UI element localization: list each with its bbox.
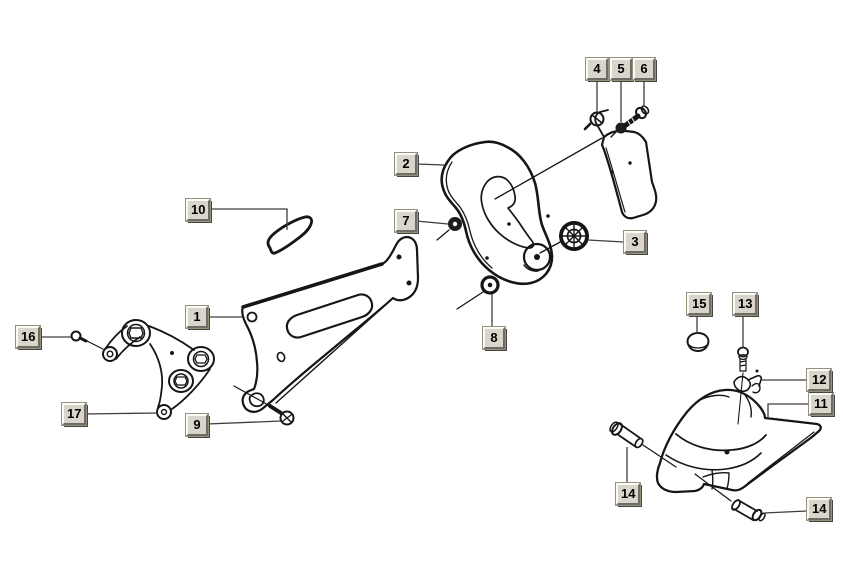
part-8-drawing: [456, 275, 500, 310]
callout-label-14-2: 14: [805, 497, 833, 521]
mudflap-plate-drawing: [494, 129, 658, 220]
callout-label-12: 12: [805, 368, 833, 392]
leader-line-2: [415, 163, 445, 166]
callout-label-14: 14: [614, 482, 642, 506]
callout-label-5: 5: [609, 57, 633, 81]
part-9-drawing: [233, 385, 295, 426]
part-6-drawing: [623, 105, 650, 128]
leader-line-7: [415, 220, 449, 225]
leader-line-3: [587, 239, 625, 243]
part-1-drawing: [241, 235, 420, 413]
callout-label-13: 13: [731, 292, 759, 316]
part-2-drawing: [440, 140, 554, 286]
part-17-drawing: [102, 319, 215, 420]
callout-label-7: 7: [394, 209, 418, 233]
callout-label-3: 3: [623, 230, 647, 254]
part-14-right-drawing: [694, 473, 766, 522]
callout-label-11: 11: [808, 392, 834, 416]
callout-label-10: 10: [184, 198, 212, 222]
part-15-drawing: [686, 332, 710, 352]
callout-label-9: 9: [185, 413, 209, 437]
part-13-drawing: [737, 346, 749, 425]
callout-label-17: 17: [60, 402, 88, 426]
callout-label-8: 8: [482, 326, 506, 350]
part-14-left-drawing: [609, 421, 677, 468]
leader-line-10: [207, 208, 288, 230]
part-7-drawing: [436, 217, 462, 241]
part-11-drawing: [655, 388, 822, 494]
leader-line-9: [206, 420, 282, 425]
callout-label-4: 4: [585, 57, 609, 81]
leader-line-14-2: [763, 510, 808, 514]
part-4-drawing: [583, 109, 609, 138]
callout-label-6: 6: [632, 57, 656, 81]
callout-label-16: 16: [14, 325, 42, 349]
callout-label-15: 15: [685, 292, 713, 316]
callout-label-1: 1: [185, 305, 209, 329]
part-16-drawing: [70, 330, 104, 350]
part-3-drawing: [539, 221, 589, 254]
leader-line-11: [767, 403, 809, 417]
leader-line-17: [82, 412, 159, 415]
part-10-drawing: [266, 215, 314, 255]
callout-label-2: 2: [394, 152, 418, 176]
